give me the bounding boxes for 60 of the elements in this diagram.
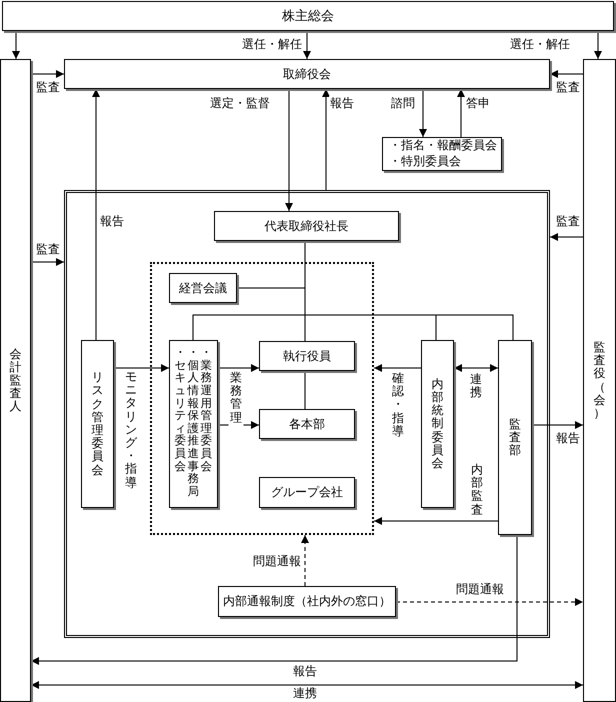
- edge-label: モニタリング・指導: [124, 370, 138, 490]
- edge-label: 報告: [99, 214, 125, 230]
- edge-label: 選任・解任: [241, 37, 303, 53]
- edge-label: 選定・監督: [209, 96, 271, 112]
- edge-label: 連携: [468, 372, 484, 400]
- arrow: [322, 88, 330, 190]
- arrow: [30, 534, 518, 665]
- double-arrow: [454, 364, 498, 372]
- edge-label: 内部監査: [470, 462, 484, 518]
- arrow: [374, 517, 498, 525]
- double-frame: [64, 190, 550, 638]
- council-box: 経営会議: [169, 273, 237, 303]
- arrow: [285, 88, 293, 212]
- arrow: [457, 88, 465, 138]
- edge-label: 連携: [292, 686, 318, 702]
- double-arrow: [30, 681, 584, 689]
- edge-label: 報告: [329, 96, 355, 112]
- edge-label: 選任・解任: [509, 37, 571, 53]
- department-box: 監査部: [498, 340, 532, 535]
- officer-box: 執行役員: [259, 341, 355, 371]
- side-column: 監査役（会）: [583, 59, 616, 702]
- dashed-arrow: [301, 534, 309, 586]
- arrow: [114, 364, 170, 372]
- connector-line: [304, 240, 514, 340]
- committee-box: [382, 137, 502, 171]
- dashed-arrow: [396, 598, 584, 606]
- company-box: グループ会社: [259, 477, 355, 508]
- edge-label: 報告: [292, 664, 318, 680]
- division-box: 各本部: [259, 409, 355, 439]
- list-item: ・特別委員会: [389, 154, 461, 170]
- meeting-box: 株主総会: [2, 1, 614, 31]
- arrow: [218, 364, 260, 372]
- edge-label: 業務管理: [228, 370, 244, 426]
- connector-line: [304, 370, 306, 410]
- arrow: [12, 30, 20, 60]
- committee-box: 内部統制委員会: [421, 340, 454, 508]
- board-box: 取締役会: [64, 59, 550, 89]
- arrow: [532, 421, 584, 429]
- side-column: 会計監査人: [0, 59, 31, 702]
- arrow: [419, 88, 427, 138]
- list-item: ・業務運用管理委員会: [200, 347, 213, 474]
- hotline-box: 内部通報制度（社内外の窓口）: [218, 586, 396, 617]
- arrow: [594, 30, 602, 60]
- dotted-frame: [150, 262, 374, 535]
- edge-label: 報告: [555, 431, 581, 447]
- committee-box: リスク管理委員会: [81, 340, 114, 508]
- list-item: ・セキュリティ委員会: [174, 347, 187, 474]
- committee-box: [169, 340, 218, 508]
- edge-label: 諮問: [390, 96, 416, 112]
- arrow: [374, 364, 422, 372]
- arrow: [92, 88, 100, 340]
- list-item: ・個人情報保護推進事務局: [187, 347, 200, 499]
- arrow: [30, 258, 64, 266]
- edge-label: 確認・指導: [390, 371, 406, 439]
- arrow: [30, 70, 64, 78]
- president-box: 代表取締役社長: [214, 211, 399, 241]
- list-item: ・指名・報酬委員会: [389, 138, 497, 154]
- arrow: [550, 233, 584, 241]
- arrow: [303, 30, 311, 60]
- arrow: [550, 70, 584, 78]
